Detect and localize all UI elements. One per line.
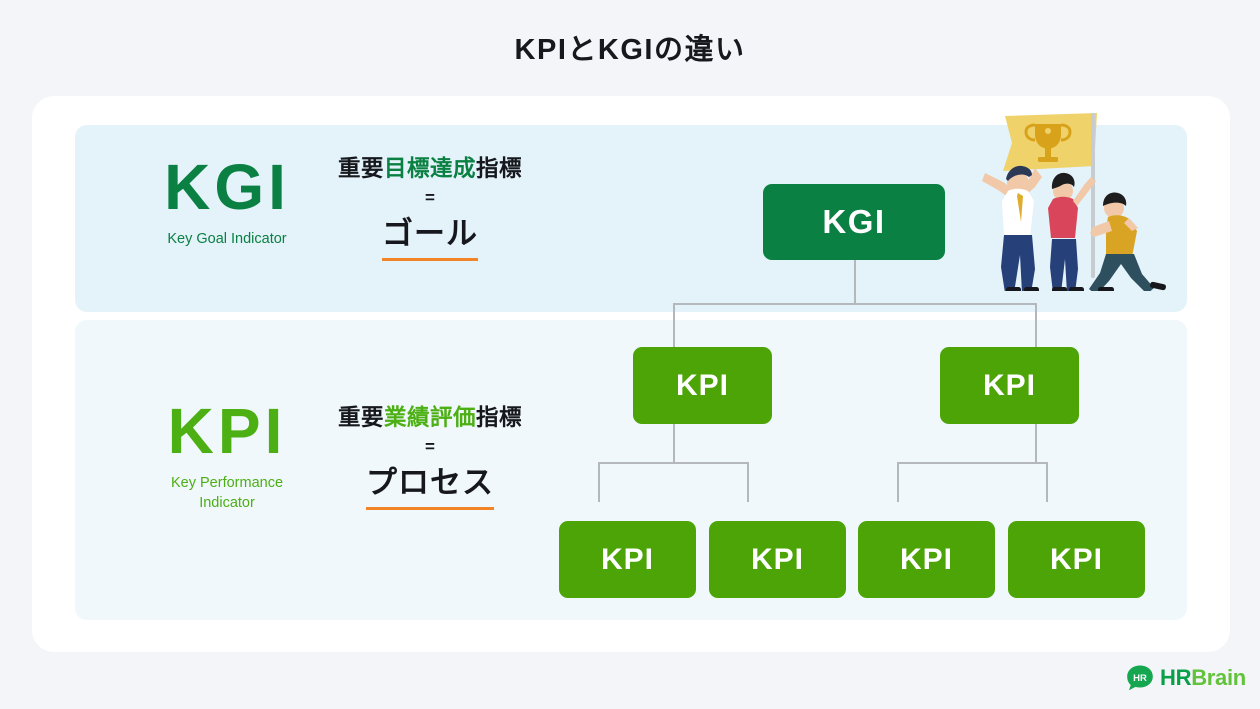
kgi-phrase: 重要目標達成指標 bbox=[300, 151, 560, 183]
connector-to-leaf-2 bbox=[747, 462, 749, 502]
connector-kpi-left-stem bbox=[673, 423, 675, 463]
page-title: KPIとKGIの違い bbox=[514, 34, 746, 66]
kpi-acronym-block: KPI Key Performance Indicator bbox=[107, 399, 347, 513]
kgi-phrase-highlight: 目標達成 bbox=[383, 156, 476, 181]
content-card: KGI Key Goal Indicator 重要目標達成指標 = ゴール KP… bbox=[32, 96, 1230, 652]
connector-to-leaf-4 bbox=[1046, 462, 1048, 502]
kpi-phrase-highlight: 業績評価 bbox=[383, 405, 476, 430]
tree-node-kpi-leaf-1[interactable]: KPI bbox=[559, 521, 696, 598]
connector-to-leaf-3 bbox=[897, 462, 899, 502]
person-waving-white-shirt bbox=[982, 165, 1042, 293]
kpi-acronym: KPI bbox=[167, 395, 287, 467]
kgi-phrase-block: 重要目標達成指標 = ゴール bbox=[300, 151, 560, 261]
connector-kpi-right-stem bbox=[1035, 423, 1037, 463]
connector-kpi-right-bus bbox=[897, 462, 1047, 464]
kgi-equals-sign: = bbox=[425, 188, 435, 207]
tree-node-kpi-mid-1[interactable]: KPI bbox=[633, 347, 772, 424]
kgi-phrase-suffix: 指標 bbox=[476, 156, 523, 181]
person-yellow-top-pushing-flagpole bbox=[1089, 192, 1166, 295]
connector-kpi-left-bus bbox=[598, 462, 748, 464]
flagpole bbox=[1091, 113, 1095, 278]
kpi-phrase-block: 重要業績評価指標 = プロセス bbox=[300, 400, 560, 510]
hr-speech-bubble-icon: HR bbox=[1127, 665, 1153, 691]
kgi-expansion: Key Goal Indicator bbox=[167, 231, 287, 247]
kpi-phrase: 重要業績評価指標 bbox=[300, 400, 560, 432]
connector-to-kpi-left bbox=[673, 303, 675, 348]
kgi-phrase-prefix: 重要 bbox=[337, 156, 384, 181]
kgi-acronym-block: KGI Key Goal Indicator bbox=[107, 155, 347, 250]
connector-to-leaf-1 bbox=[598, 462, 600, 502]
tree-node-kpi-leaf-4[interactable]: KPI bbox=[1008, 521, 1145, 598]
kpi-phrase-prefix: 重要 bbox=[337, 405, 384, 430]
kgi-result: ゴール bbox=[382, 208, 478, 261]
kpi-phrase-suffix: 指標 bbox=[476, 405, 523, 430]
kgi-panel: KGI Key Goal Indicator 重要目標達成指標 = ゴール bbox=[75, 125, 1187, 312]
kpi-panel: KPI Key Performance Indicator 重要業績評価指標 =… bbox=[75, 320, 1187, 620]
tree-node-kgi[interactable]: KGI bbox=[763, 184, 945, 260]
hrbrain-logo: HR HRBrain bbox=[1126, 664, 1246, 692]
kpi-expansion: Key Performance Indicator bbox=[107, 474, 347, 513]
kpi-equals-sign: = bbox=[425, 437, 435, 456]
connector-root-bus bbox=[673, 303, 1036, 305]
celebration-illustration bbox=[972, 111, 1182, 296]
tree-node-kpi-leaf-2[interactable]: KPI bbox=[709, 521, 846, 598]
logo-wordmark: HRBrain bbox=[1160, 665, 1246, 691]
logo-text-secondary: Brain bbox=[1191, 665, 1246, 690]
logo-mark-text: HR bbox=[1133, 673, 1147, 684]
connector-root-stem bbox=[854, 259, 856, 304]
tree-node-kpi-leaf-3[interactable]: KPI bbox=[858, 521, 995, 598]
tree-node-kpi-mid-2[interactable]: KPI bbox=[940, 347, 1079, 424]
person-red-top bbox=[1048, 172, 1096, 293]
kpi-expansion-line2: Indicator bbox=[199, 494, 255, 511]
kgi-acronym: KGI bbox=[164, 151, 290, 223]
kpi-expansion-line1: Key Performance bbox=[170, 475, 284, 491]
connector-to-kpi-right bbox=[1035, 303, 1037, 348]
logo-text-primary: HR bbox=[1160, 665, 1192, 690]
kpi-result: プロセス bbox=[366, 457, 494, 510]
kpi-kgi-tree: KGI KPI KPI KPI KPI KPI KPI bbox=[32, 96, 1230, 652]
trophy-flag-icon bbox=[1003, 113, 1097, 171]
